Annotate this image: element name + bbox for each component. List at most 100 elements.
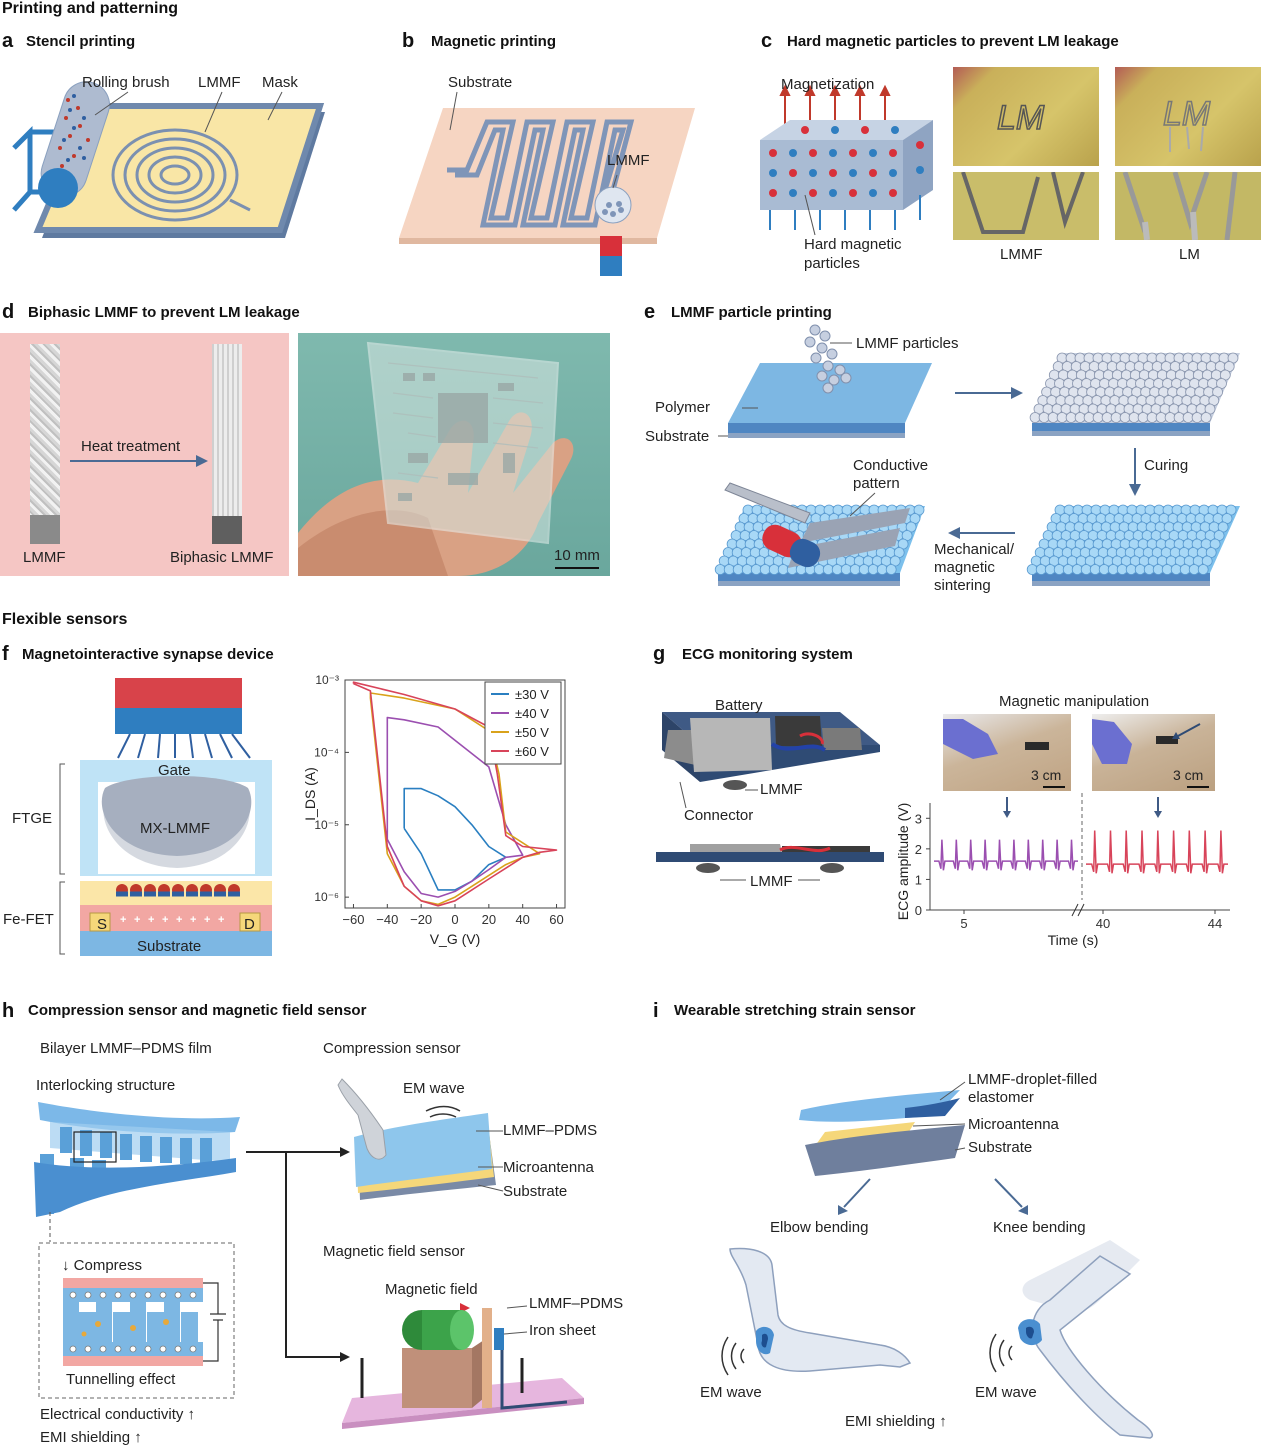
branch-arrows-h	[246, 1147, 350, 1362]
compression-sensor-diagram	[337, 1078, 504, 1200]
particle	[768, 564, 780, 575]
particle	[1182, 412, 1194, 423]
particle	[840, 564, 852, 575]
label-iron-sheet: Iron sheet	[529, 1322, 596, 1339]
down-arrow-head	[1003, 811, 1011, 818]
label-lmmf-d: LMMF	[23, 549, 66, 566]
particle	[732, 564, 744, 575]
label-rolling-brush: Rolling brush	[82, 74, 170, 91]
ecg-trace	[934, 839, 1078, 871]
x-tick-label: −20	[410, 912, 432, 927]
label-compression-sensor: Compression sensor	[323, 1040, 461, 1057]
particle	[1125, 564, 1137, 575]
particle	[759, 564, 771, 575]
tunnelling-inset	[38, 1242, 235, 1399]
panel-e-title: LMMF particle printing	[671, 304, 832, 321]
particle	[1071, 564, 1083, 575]
lm-photo-top: LM	[1115, 67, 1261, 166]
label-pattern: pattern	[853, 475, 900, 492]
label-source: S	[97, 916, 108, 933]
particle	[723, 564, 735, 575]
label-tunnelling: Tunnelling effect	[66, 1371, 176, 1388]
particle	[1107, 564, 1119, 575]
particle	[1152, 564, 1164, 575]
y-tick-label: 0	[915, 903, 922, 918]
label-heat-treatment: Heat treatment	[81, 438, 181, 455]
svg-text:+: +	[218, 914, 224, 926]
label-ftge: FTGE	[12, 810, 52, 827]
y-axis-label: I_DS (A)	[302, 767, 318, 821]
particle	[1116, 564, 1128, 575]
particle	[1047, 412, 1059, 423]
down-arrow-head	[1154, 811, 1162, 818]
particle	[1128, 412, 1140, 423]
biphasic-strip-bottom	[212, 516, 242, 544]
scale-bar-g1	[1043, 786, 1065, 788]
svg-text:+: +	[204, 914, 210, 926]
label-lm-c: LM	[1179, 246, 1200, 263]
particle	[1179, 564, 1191, 575]
particle	[777, 564, 789, 575]
panel-h-title: Compression sensor and magnetic field se…	[28, 1002, 367, 1019]
lm-photo-zoom	[1115, 171, 1261, 241]
particle	[1080, 564, 1092, 575]
panel-f-letter: f	[2, 643, 9, 665]
label-fe-fet: Fe-FET	[3, 911, 54, 928]
legend: ±30 V±40 V±50 V±60 V	[484, 681, 562, 765]
panel-c-title: Hard magnetic particles to prevent LM le…	[787, 33, 1119, 50]
y-tick-label: 10⁻³	[315, 673, 339, 687]
particle	[1155, 412, 1167, 423]
particle	[1065, 412, 1077, 423]
label-bilayer: Bilayer LMMF–PDMS film	[40, 1040, 212, 1057]
label-conductive: Conductive	[853, 457, 929, 474]
panel-i-title: Wearable stretching strain sensor	[674, 1002, 916, 1019]
x-tick-label: −40	[376, 912, 398, 927]
label-lmmf-g2: LMMF	[750, 873, 793, 890]
label-emi-shielding-i: EMI shielding ↑	[845, 1413, 947, 1430]
particle	[831, 564, 843, 575]
label-elec-conductivity: Electrical conductivity ↑	[40, 1406, 196, 1423]
x-axis-label: Time (s)	[1048, 932, 1099, 948]
label-sintering: sintering	[934, 577, 991, 594]
ecg-photo-1	[943, 714, 1071, 791]
label-substrate-f: Substrate	[137, 938, 202, 955]
legend-label: ±50 V	[515, 725, 549, 740]
particle	[1173, 412, 1185, 423]
svg-text:+: +	[162, 914, 168, 926]
particle	[1101, 412, 1113, 423]
panel-e-letter: e	[644, 301, 656, 323]
particle-printing-diagram	[714, 324, 1240, 586]
particle	[1038, 412, 1050, 423]
flexible-circuit-photo	[298, 333, 610, 576]
y-tick-label: 10⁻⁴	[314, 745, 339, 759]
particle	[1137, 412, 1149, 423]
label-particles: particles	[804, 255, 860, 272]
particle	[1083, 412, 1095, 423]
lmmf-strip-bottom	[30, 515, 60, 544]
strain-sensor-stack	[799, 1081, 966, 1176]
panel-d-letter: d	[2, 301, 15, 323]
svg-text:+: +	[148, 914, 154, 926]
particle	[1164, 412, 1176, 423]
svg-text:+: +	[134, 914, 140, 926]
x-tick-label: 40	[1096, 916, 1110, 931]
lm-letters-lmmf: LM	[996, 98, 1045, 138]
particle	[1200, 412, 1212, 423]
heat-treatment-arrow	[70, 455, 208, 467]
label-interlocking: Interlocking structure	[36, 1077, 176, 1094]
svg-text:+: +	[190, 914, 196, 926]
magnetic-printing-diagram	[399, 91, 695, 276]
particle	[1146, 412, 1158, 423]
label-gate: Gate	[158, 762, 191, 779]
panel-b-title: Magnetic printing	[431, 33, 556, 50]
particle	[1161, 564, 1173, 575]
knee-leg-diagram	[989, 1240, 1154, 1439]
panel-h-letter: h	[2, 1000, 15, 1022]
particle	[1098, 564, 1110, 575]
label-substrate-h: Substrate	[503, 1183, 568, 1200]
magnetic-field-sensor-diagram	[342, 1303, 584, 1429]
particle	[849, 564, 861, 575]
label-em-wave-h: EM wave	[403, 1080, 465, 1097]
hard-magnetic-particles-diagram	[760, 84, 933, 236]
